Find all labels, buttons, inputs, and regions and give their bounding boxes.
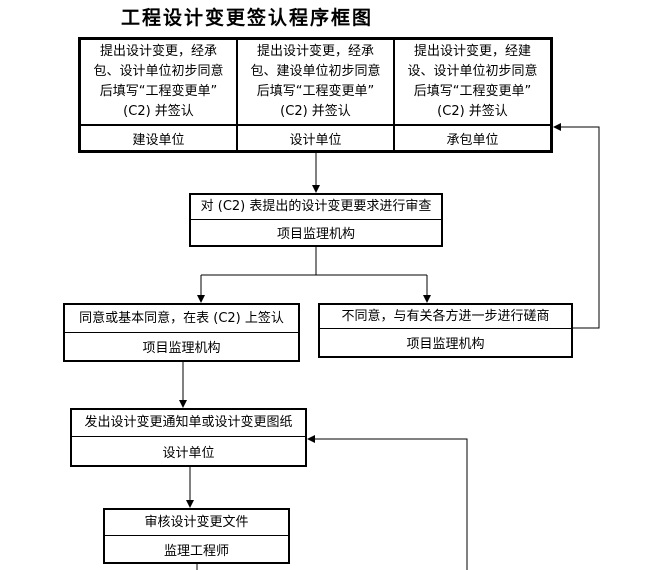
arrowhead-down-icon: [423, 295, 431, 303]
step-text: 不同意，与有关各方进一步进行磋商: [341, 308, 550, 324]
box-audit-change-documents: 审核设计变更文件 监理工程师: [103, 508, 290, 564]
step-text: 发出设计变更通知单或设计变更图纸: [84, 415, 293, 430]
table-column-construction-unit: 提出设计变更，经承 包、设计单位初步同意 后填写“工程变更单” (C2) 并签认…: [81, 40, 236, 150]
proposal-text: 提出设计变更，经承 包、建设单位初步同意 后填写“工程变更单” (C2) 并签认: [250, 44, 381, 119]
arrowhead-down-icon: [179, 400, 187, 408]
actor-label: 承包单位: [395, 124, 550, 150]
actor-label: 监理工程师: [105, 535, 288, 562]
arrowhead-left-icon: [307, 435, 315, 443]
box-issue-change-notice: 发出设计变更通知单或设计变更图纸 设计单位: [70, 408, 307, 467]
box-disagree-negotiate: 不同意，与有关各方进一步进行磋商 项目监理机构: [318, 303, 573, 358]
arrowhead-down-icon: [186, 500, 194, 508]
connector-bottom-feedback: [315, 438, 468, 570]
proposal-text: 提出设计变更，经建 设、设计单位初步同意 后填写“工程变更单” (C2) 并签认: [407, 44, 538, 119]
connector-disagree-feedback: [561, 126, 600, 329]
actor-label: 项目监理机构: [191, 219, 441, 245]
box-agree-sign: 同意或基本同意，在表 (C2) 上签认 项目监理机构: [63, 303, 300, 362]
table-column-contractor-unit: 提出设计变更，经建 设、设计单位初步同意 后填写“工程变更单” (C2) 并签认…: [393, 40, 550, 150]
table-column-design-unit: 提出设计变更，经承 包、建设单位初步同意 后填写“工程变更单” (C2) 并签认…: [236, 40, 393, 150]
actor-label: 建设单位: [81, 124, 236, 150]
actor-label: 设计单位: [238, 124, 393, 150]
actor-label: 设计单位: [72, 436, 305, 465]
page-title: 工程设计变更签认程序框图: [121, 7, 374, 29]
step-text: 审核设计变更文件: [144, 514, 249, 530]
step-text: 同意或基本同意，在表 (C2) 上签认: [79, 310, 284, 326]
change-proposal-table: 提出设计变更，经承 包、设计单位初步同意 后填写“工程变更单” (C2) 并签认…: [78, 37, 553, 153]
step-text: 对 (C2) 表提出的设计变更要求进行审查: [200, 199, 432, 214]
arrowhead-left-icon: [553, 123, 561, 131]
proposal-text: 提出设计变更，经承 包、设计单位初步同意 后填写“工程变更单” (C2) 并签认: [93, 44, 224, 119]
actor-label: 项目监理机构: [320, 328, 571, 356]
arrowhead-down-icon: [197, 295, 205, 303]
arrowhead-down-icon: [312, 185, 320, 193]
actor-label: 项目监理机构: [65, 332, 298, 360]
box-review-change-request: 对 (C2) 表提出的设计变更要求进行审查 项目监理机构: [189, 193, 443, 247]
connector-review-split: [200, 247, 428, 296]
